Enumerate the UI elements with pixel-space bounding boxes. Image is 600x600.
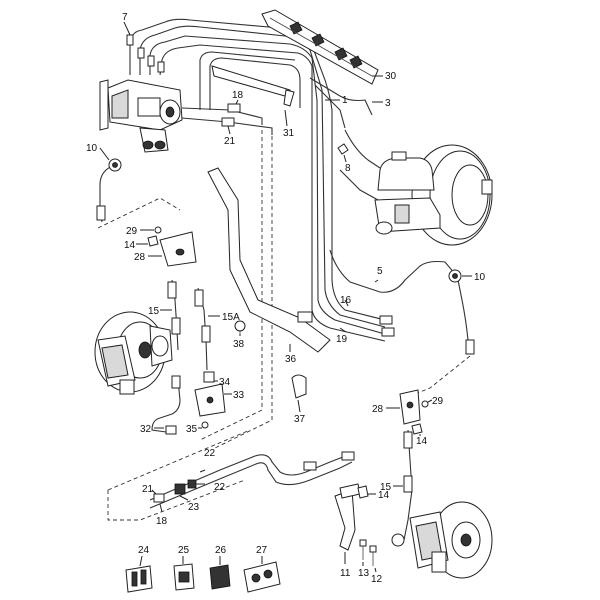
callout-33: 33 <box>233 390 245 401</box>
bracket-33 <box>194 383 226 417</box>
hose-fitting <box>194 289 204 307</box>
callout-7: 7 <box>122 12 128 23</box>
callout-26: 26 <box>215 545 227 556</box>
pipe-union <box>341 451 355 461</box>
callout-23: 23 <box>188 502 200 513</box>
callout-37: 37 <box>294 414 306 425</box>
bracket-28-left <box>159 231 197 267</box>
callout-25: 25 <box>178 545 190 556</box>
pipe-union <box>165 425 177 435</box>
callout-15-right: 15 <box>380 482 392 493</box>
callout-36: 36 <box>285 354 297 365</box>
bolt-13 <box>359 539 367 560</box>
bracket-28-right <box>399 389 421 425</box>
callout-29-left: 29 <box>126 226 138 237</box>
callout-22-lower: 22 <box>214 482 226 493</box>
callout-30: 30 <box>385 71 397 82</box>
bolt-38 <box>234 320 246 334</box>
pipe-union <box>379 315 393 325</box>
clip-14-right <box>411 423 423 435</box>
clip-27 <box>243 561 281 593</box>
bolt-12 <box>369 545 377 566</box>
pipe-fitting <box>147 55 155 67</box>
callout-15-left: 15 <box>148 306 160 317</box>
hose-fitting <box>167 281 177 299</box>
callout-19: 19 <box>336 334 348 345</box>
brake-pipe-bundle <box>129 18 386 342</box>
pipe-fitting <box>126 34 134 46</box>
pipe-union <box>303 461 317 471</box>
abs-hydraulic-unit <box>99 79 183 153</box>
rear-right-brake-caliper-disc <box>391 501 493 579</box>
pipe-fitting <box>157 61 165 73</box>
clip-25 <box>173 563 195 591</box>
callout-38: 38 <box>233 339 245 350</box>
pipe-fitting <box>137 47 145 59</box>
clip-23 <box>174 479 197 495</box>
callout-3: 3 <box>385 98 391 109</box>
callout-29-right: 29 <box>432 396 444 407</box>
callout-28-right: 28 <box>372 404 384 415</box>
callout-1: 1 <box>342 95 348 106</box>
callout-27: 27 <box>256 545 268 556</box>
callout-35: 35 <box>186 424 198 435</box>
callout-10-right: 10 <box>474 272 486 283</box>
hose-end-fitting <box>465 339 475 355</box>
callout-28-left: 28 <box>134 252 146 263</box>
hose-fitting <box>403 431 413 449</box>
clip-14-left <box>147 235 159 247</box>
pipe-union-21 <box>221 117 235 127</box>
callout-15A: 15A <box>222 312 240 323</box>
bracket-36 <box>207 167 331 353</box>
callout-18-lower: 18 <box>156 516 168 527</box>
pipe-union-18 <box>227 103 241 113</box>
callout-13: 13 <box>358 568 370 579</box>
callout-5: 5 <box>377 266 383 277</box>
assembly-outline-lower <box>107 429 251 521</box>
bracket-11 <box>334 483 361 551</box>
pipe-union <box>171 375 181 389</box>
master-cylinder <box>374 151 441 235</box>
clip-14-lower <box>357 485 369 499</box>
brake-pipe-22 <box>149 454 349 501</box>
callout-21-lower: 21 <box>142 484 154 495</box>
hose-fitting <box>201 325 211 343</box>
callout-16: 16 <box>340 295 352 306</box>
callout-21-top: 21 <box>224 136 236 147</box>
callout-24: 24 <box>138 545 150 556</box>
hose-fitting <box>403 475 413 493</box>
callout-34: 34 <box>219 377 231 388</box>
callout-32: 32 <box>140 424 152 435</box>
bolt-29-right <box>421 400 429 408</box>
bracket-31 <box>211 65 295 107</box>
bolt-35 <box>201 421 209 429</box>
pipe-union <box>381 327 395 337</box>
bolt-29-left <box>154 226 162 234</box>
callout-12: 12 <box>371 574 383 585</box>
pipe-clip-8 <box>337 143 349 155</box>
brake-pipe-3 <box>314 84 346 129</box>
clip-24 <box>125 565 153 593</box>
hose-fitting <box>171 317 181 335</box>
brake-pipe-1 <box>309 77 373 116</box>
callout-8: 8 <box>345 163 351 174</box>
clip-26 <box>209 564 231 590</box>
front-left-brake-caliper-disc <box>94 311 173 395</box>
callout-31: 31 <box>283 128 295 139</box>
callout-10-left: 10 <box>86 143 98 154</box>
hose-end-fitting <box>96 205 106 221</box>
brake-pipe-5 <box>329 249 456 293</box>
clip-37 <box>291 374 307 399</box>
callout-14-lower: 14 <box>378 490 390 501</box>
callout-18-top: 18 <box>232 90 244 101</box>
callout-14-left: 14 <box>124 240 136 251</box>
callout-11: 11 <box>340 568 351 579</box>
brake-pipe-32 <box>151 379 181 433</box>
clip-34 <box>203 371 215 383</box>
pipe-union-21-lower <box>153 493 165 503</box>
heat-shield-30 <box>261 9 379 85</box>
callout-22-upper: 22 <box>204 448 216 459</box>
callout-14-right: 14 <box>416 436 428 447</box>
